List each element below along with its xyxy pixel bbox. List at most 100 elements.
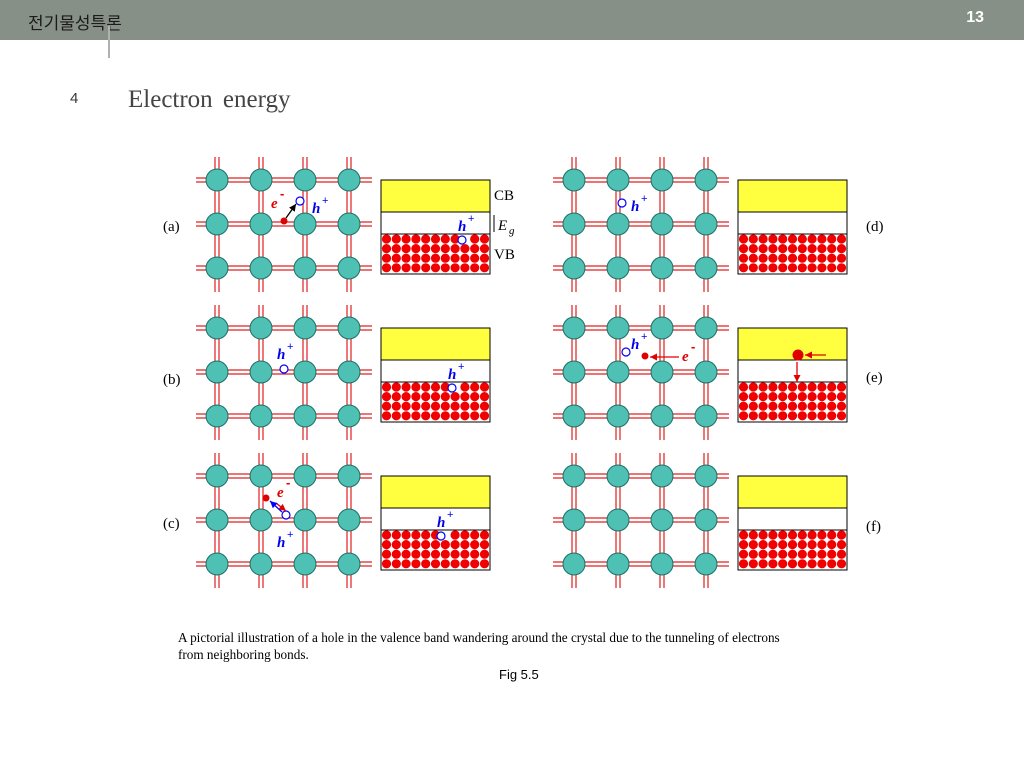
valence-electron <box>401 411 411 421</box>
valence-electron <box>401 530 411 540</box>
band-hole <box>436 531 446 541</box>
valence-electron <box>778 392 788 402</box>
valence-electron <box>778 411 788 421</box>
valence-electron <box>758 382 768 392</box>
atom <box>249 256 273 280</box>
valence-electron <box>748 382 758 392</box>
atom <box>694 168 718 192</box>
valence-electron <box>817 411 827 421</box>
valence-electron <box>787 559 798 569</box>
valence-electron <box>836 244 847 254</box>
conduction-band <box>380 327 491 361</box>
title-divider <box>108 26 110 58</box>
atom <box>337 316 361 340</box>
valence-electron <box>797 382 807 392</box>
valence-electron <box>450 263 460 273</box>
atom <box>562 464 586 488</box>
atom <box>562 256 586 280</box>
valence-electron <box>827 392 837 402</box>
valence-electron <box>827 382 837 392</box>
atom <box>249 508 273 532</box>
valence-electron <box>479 540 490 550</box>
atom <box>694 404 718 428</box>
atom <box>337 256 361 280</box>
atom <box>293 464 317 488</box>
lattice-hole-label-plus: + <box>287 341 293 353</box>
atom <box>606 316 630 340</box>
valence-electron <box>778 234 788 244</box>
atom <box>694 552 718 576</box>
valence-electron <box>470 392 480 402</box>
valence-electron <box>738 559 749 569</box>
valence-electron <box>778 549 788 559</box>
atom <box>650 212 674 236</box>
atom <box>562 508 586 532</box>
valence-electron <box>778 559 788 569</box>
eg-subscript: g <box>509 225 515 237</box>
valence-electron <box>768 244 778 254</box>
valence-electron <box>411 382 421 392</box>
lattice-electron-label-e: e <box>271 196 278 212</box>
panel-b: (b)h+h+ <box>163 305 491 440</box>
valence-electron <box>807 382 817 392</box>
atom <box>293 360 317 384</box>
valence-electron <box>479 559 490 569</box>
valence-electron <box>778 263 788 273</box>
valence-electron <box>778 401 788 411</box>
valence-electron <box>787 382 798 392</box>
atom <box>249 212 273 236</box>
atom <box>606 360 630 384</box>
valence-electron <box>817 401 827 411</box>
excited-electron <box>792 349 804 361</box>
atom <box>337 552 361 576</box>
valence-electron <box>411 244 421 254</box>
lattice-electron <box>280 217 288 225</box>
valence-electron <box>748 540 758 550</box>
valence-electron <box>411 401 421 411</box>
valence-electron <box>817 234 827 244</box>
caption-line-1: A pictorial illustration of a hole in th… <box>178 630 780 645</box>
valence-electron <box>797 263 807 273</box>
valence-electron <box>758 411 768 421</box>
valence-electron <box>827 530 837 540</box>
valence-electron <box>391 234 401 244</box>
valence-electron <box>817 244 827 254</box>
valence-electron <box>807 540 817 550</box>
valence-electron <box>450 411 460 421</box>
valence-electron <box>797 559 807 569</box>
valence-electron <box>421 411 431 421</box>
valence-electron <box>430 392 441 402</box>
valence-electron <box>758 392 768 402</box>
panel-c: (c)h+e-h+ <box>163 453 491 588</box>
valence-electron <box>411 530 421 540</box>
lattice-hole-label-h: h <box>631 337 639 353</box>
valence-electron <box>460 382 470 392</box>
valence-electron <box>817 253 827 263</box>
valence-electron <box>391 392 401 402</box>
valence-electron <box>450 392 460 402</box>
valence-electron <box>836 263 847 273</box>
atom <box>249 404 273 428</box>
valence-electron <box>391 244 401 254</box>
valence-electron <box>778 540 788 550</box>
band-gap <box>737 507 848 531</box>
valence-electron <box>817 392 827 402</box>
atom <box>562 316 586 340</box>
valence-electron <box>430 411 441 421</box>
lattice-hole <box>617 198 627 208</box>
valence-electron <box>748 244 758 254</box>
valence-electron <box>479 382 490 392</box>
valence-electron <box>758 530 768 540</box>
valence-electron <box>460 392 470 402</box>
atom <box>249 316 273 340</box>
valence-electron <box>787 549 798 559</box>
valence-electron <box>797 411 807 421</box>
atom <box>650 256 674 280</box>
valence-electron <box>430 263 441 273</box>
atom <box>650 404 674 428</box>
valence-electron <box>401 549 411 559</box>
atom <box>205 508 229 532</box>
valence-electron <box>440 263 450 273</box>
valence-electron <box>460 401 470 411</box>
valence-electron <box>768 382 778 392</box>
